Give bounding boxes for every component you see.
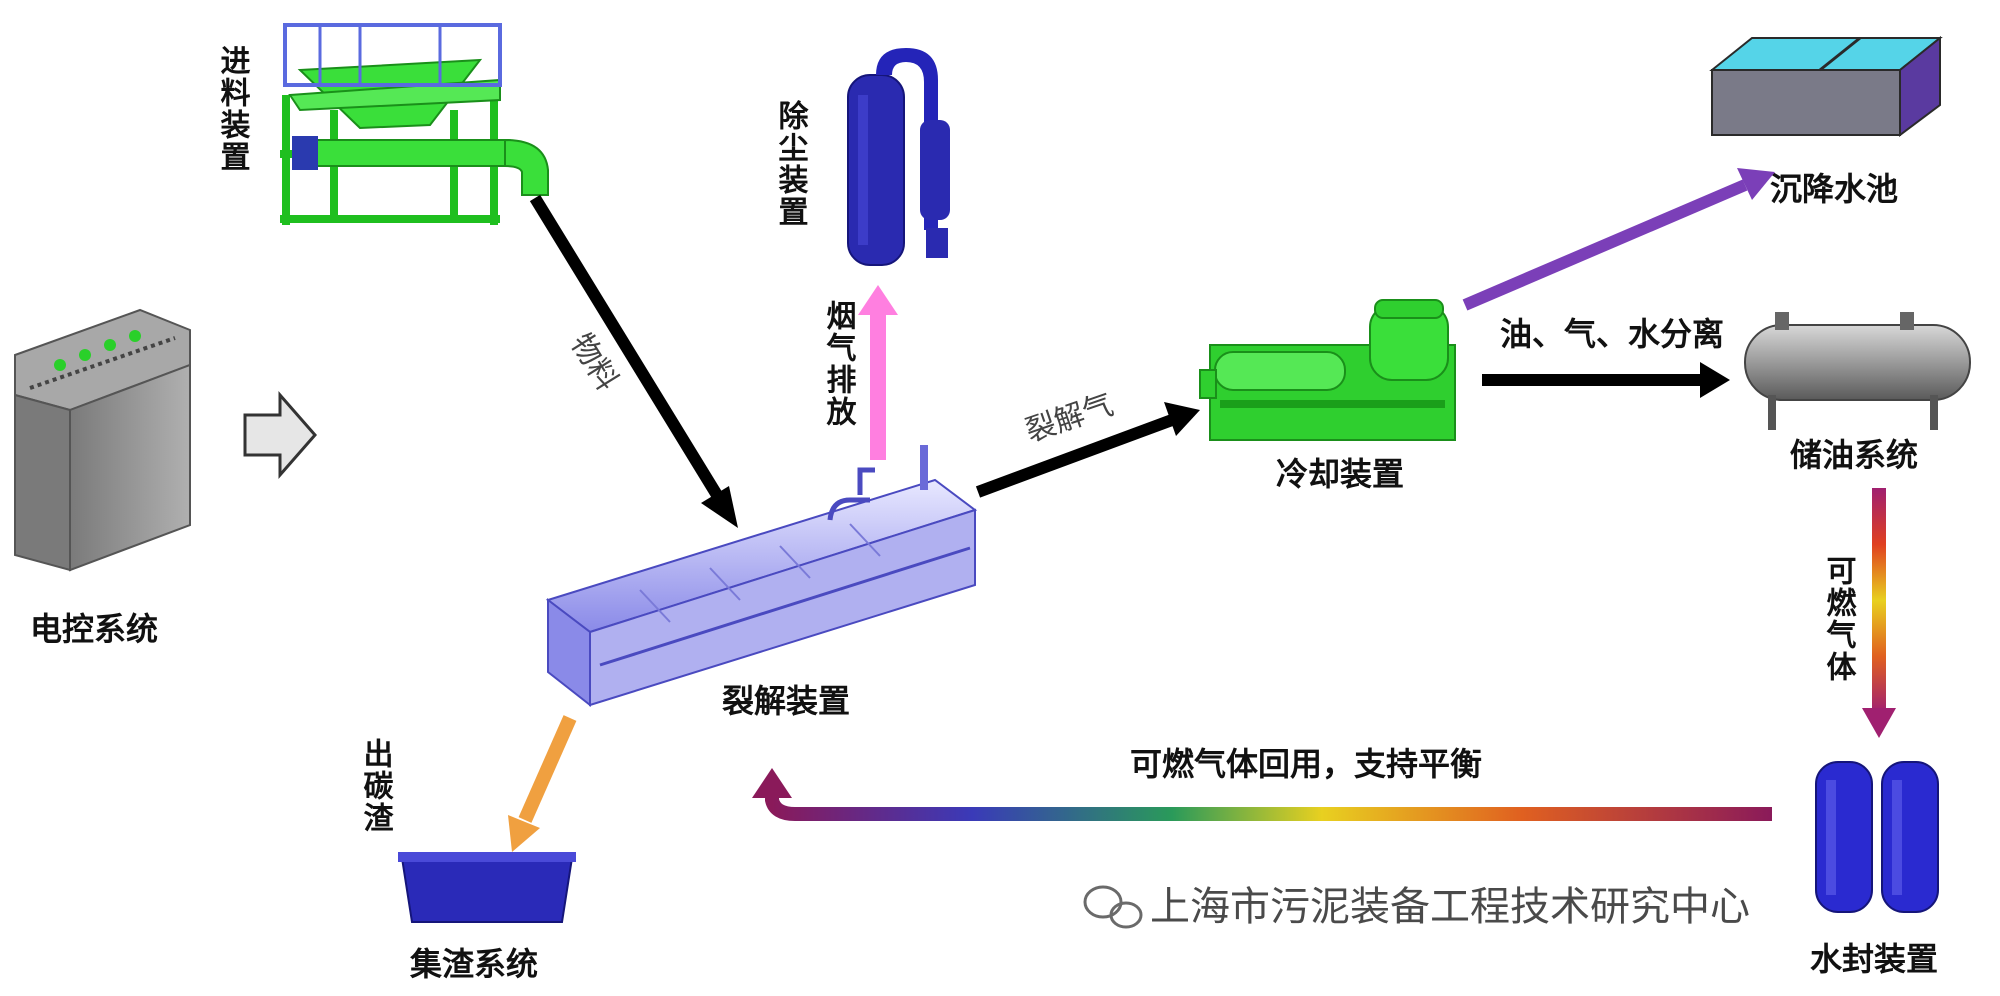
slag-label: 集渣系统 bbox=[409, 945, 538, 983]
water-seal-device bbox=[1815, 761, 1939, 913]
hollow-right-arrow-icon bbox=[243, 391, 317, 479]
edge-label-combustible: 可燃气体 bbox=[1821, 555, 1857, 683]
pyrolysis-device bbox=[545, 445, 978, 708]
cooling-device bbox=[1199, 299, 1456, 441]
oil-storage-label: 储油系统 bbox=[1790, 436, 1918, 474]
cooling-label: 冷却装置 bbox=[1276, 455, 1404, 493]
oil-storage-tank bbox=[1744, 312, 1971, 430]
arrow-flue-gas bbox=[858, 285, 898, 460]
arrow-carbon-slag bbox=[508, 715, 577, 852]
arrow-combustible-gas bbox=[1862, 488, 1896, 738]
arrow-recycle bbox=[752, 768, 1772, 821]
dust-removal-device bbox=[847, 48, 950, 266]
edge-label-separation: 油、气、水分离 bbox=[1500, 315, 1724, 353]
feeding-device bbox=[280, 23, 549, 225]
arrow-pyrolysis-gas bbox=[975, 402, 1200, 498]
settling-tank bbox=[1709, 35, 1943, 137]
dust-removal-label: 除尘装置 bbox=[773, 99, 809, 228]
control-label: 电控系统 bbox=[30, 610, 158, 648]
edge-label-recycle: 可燃气体回用，支持平衡 bbox=[1130, 745, 1482, 783]
edge-label-carbon-slag: 出碳渣 bbox=[358, 738, 394, 834]
wechat-icon bbox=[1083, 885, 1143, 929]
pyrolysis-label: 裂解装置 bbox=[722, 682, 850, 720]
slag-collection-tub bbox=[398, 852, 576, 923]
arrow-material bbox=[529, 194, 738, 528]
settling-label: 沉降水池 bbox=[1770, 170, 1898, 208]
arrow-separation bbox=[1482, 362, 1730, 398]
watermark-text: 上海市污泥装备工程技术研究中心 bbox=[1150, 884, 1750, 930]
arrow-to-settling bbox=[1462, 168, 1775, 311]
control-cabinet bbox=[14, 308, 191, 572]
water-seal-label: 水封装置 bbox=[1810, 940, 1938, 978]
feeding-label: 进料装置 bbox=[215, 45, 251, 173]
edge-label-flue-gas: 烟气排放 bbox=[821, 300, 858, 428]
